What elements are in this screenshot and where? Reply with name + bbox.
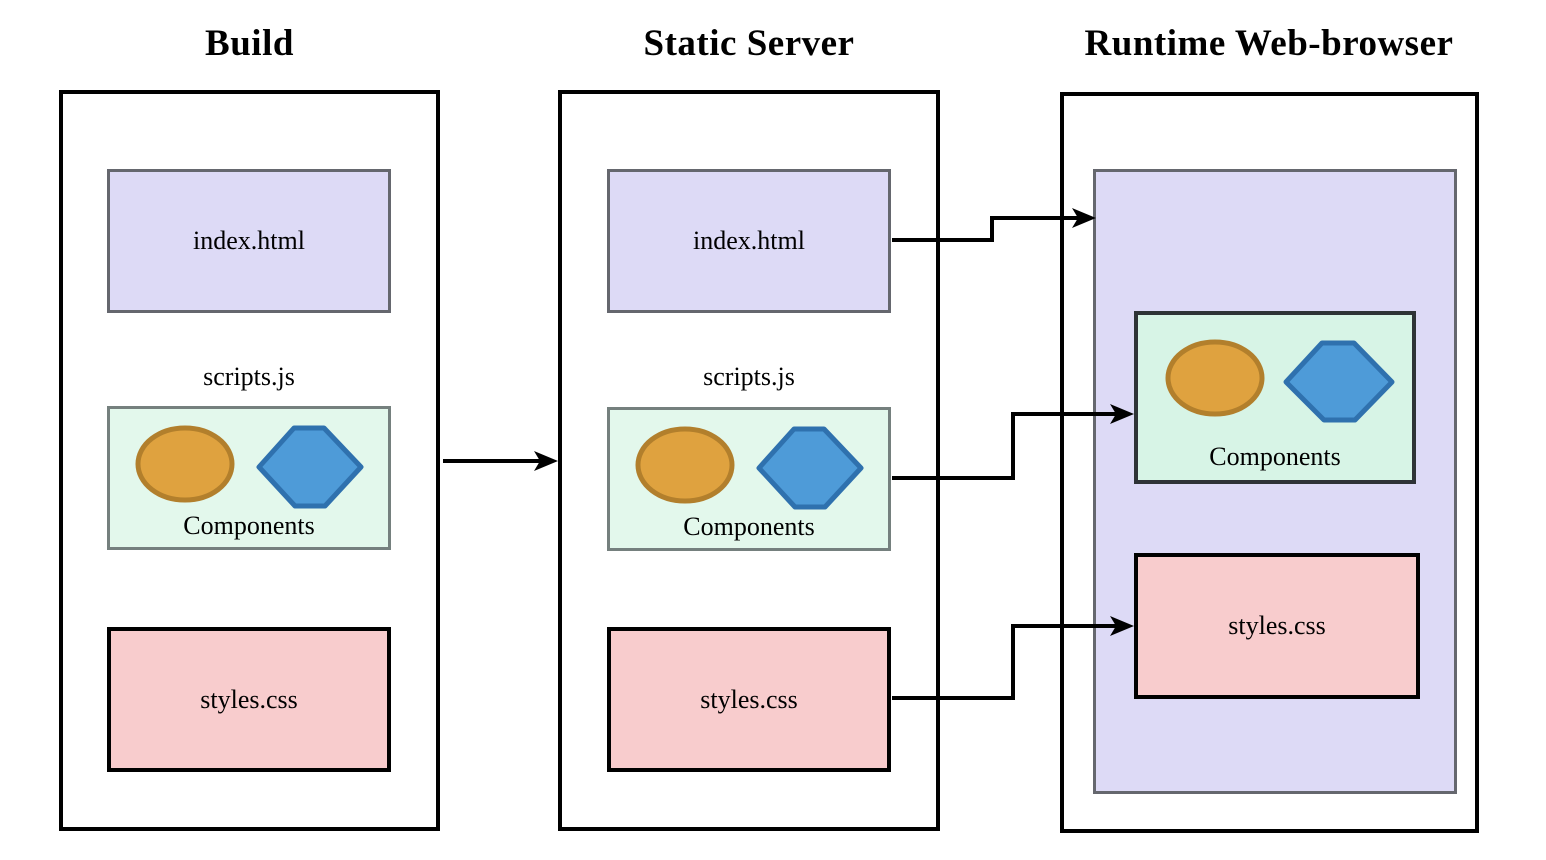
build-styles-css-box: styles.css	[107, 627, 391, 772]
static-server-components-label: Components	[683, 512, 815, 541]
diamond-component-shape	[256, 425, 364, 509]
build-components-label: Components	[183, 511, 315, 540]
runtime-styles-css-label: styles.css	[1228, 611, 1326, 640]
runtime-styles-css-box: styles.css	[1134, 553, 1420, 699]
column-title-build: Build	[205, 23, 294, 64]
static-server-components-shapes	[635, 426, 864, 510]
static-server-scripts-js-label: scripts.js	[703, 362, 795, 391]
static-server-index-html-label: index.html	[693, 226, 805, 255]
static-server-styles-css-label: styles.css	[700, 684, 798, 714]
build-scripts-js-label: scripts.js	[203, 362, 295, 391]
arrow-build-to-static-server	[443, 451, 558, 471]
build-scripts-js-box: Components	[107, 406, 391, 550]
column-title-static-server: Static Server	[643, 23, 855, 64]
build-container-box	[59, 90, 440, 831]
static-server-index-html-box: index.html	[607, 169, 891, 313]
runtime-components-box: Components	[1134, 311, 1416, 484]
static-server-styles-css-box: styles.css	[607, 627, 891, 772]
diamond-component-shape	[1283, 340, 1395, 423]
runtime-components-label: Components	[1209, 442, 1341, 471]
ellipse-component-shape	[135, 425, 235, 503]
build-index-html-label: index.html	[193, 226, 305, 255]
column-title-runtime-web-browser: Runtime Web-browser	[1084, 23, 1454, 64]
ellipse-component-shape	[635, 426, 735, 504]
ellipse-component-shape	[1165, 339, 1265, 417]
build-components-shapes	[135, 425, 364, 509]
runtime-components-shapes	[1165, 339, 1395, 423]
build-styles-css-label: styles.css	[200, 684, 298, 714]
build-index-html-box: index.html	[107, 169, 391, 313]
diamond-component-shape	[756, 426, 864, 510]
static-server-scripts-js-box: Components	[607, 407, 891, 551]
